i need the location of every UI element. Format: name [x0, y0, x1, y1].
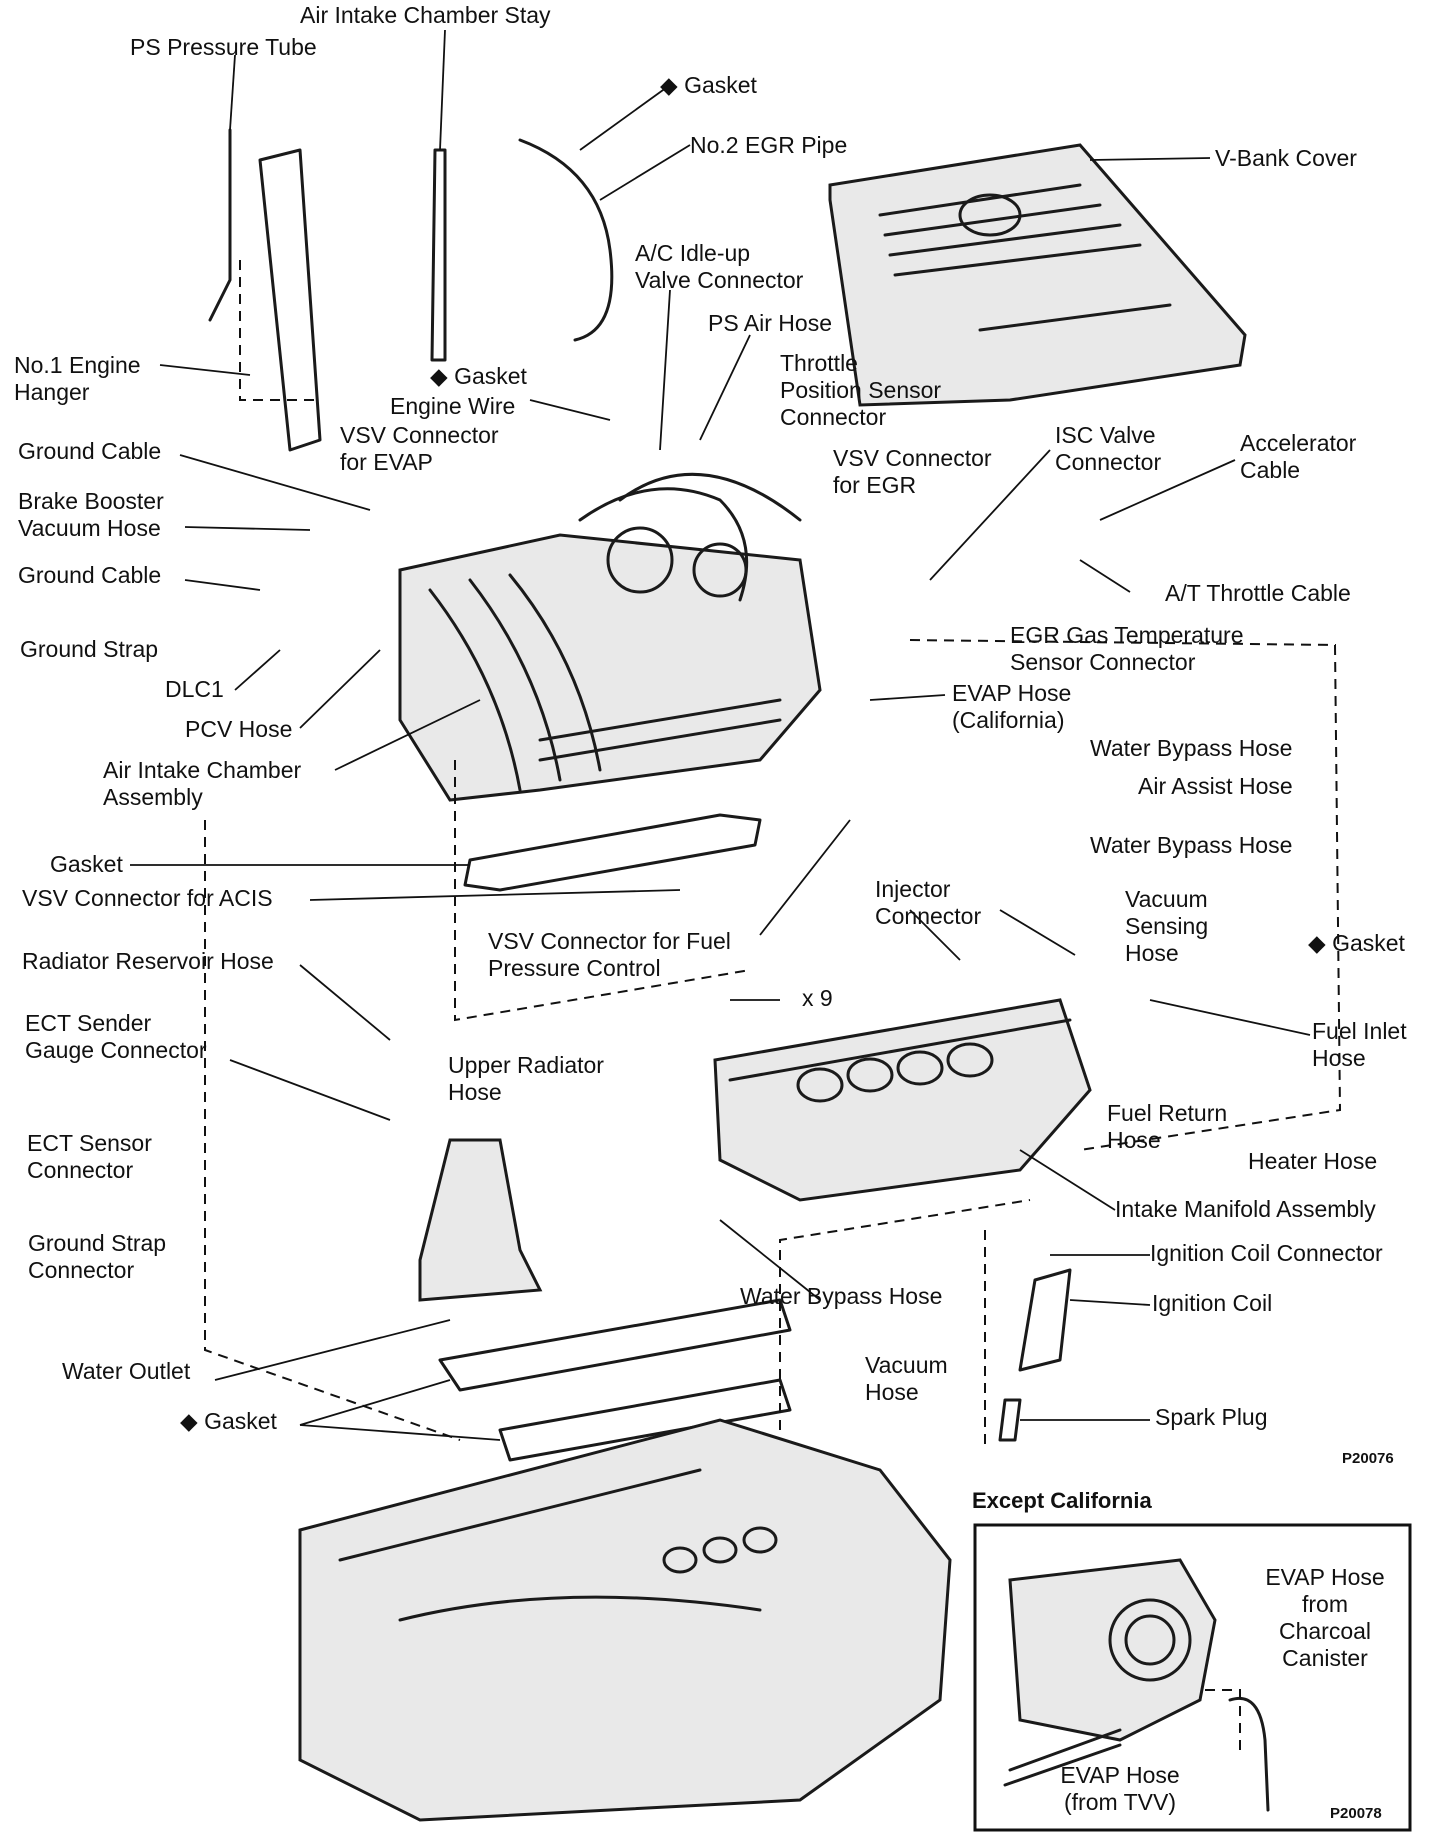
label-water-bypass-hose-2: Water Bypass Hose: [1090, 832, 1293, 858]
label-vacuum-hose: Vacuum Hose: [865, 1352, 948, 1405]
label-brake-booster: Brake Booster Vacuum Hose: [18, 488, 164, 541]
inset-throttle-body-drawing: [1003, 1558, 1270, 1812]
label-ps-air-hose: PS Air Hose: [708, 310, 832, 336]
label-dlc1: DLC1: [165, 676, 224, 702]
label-gasket-mid: ◆ Gasket: [430, 363, 527, 389]
assembly-dashes: [454, 760, 751, 1022]
engine-block-drawing: [298, 1418, 952, 1822]
label-gasket-bottom: ◆ Gasket: [180, 1408, 277, 1434]
label-egr-gas-temp: EGR Gas Temperature Sensor Connector: [1010, 622, 1244, 675]
inset-frame: [973, 1523, 1412, 1832]
label-air-assist-hose: Air Assist Hose: [1138, 773, 1293, 799]
label-engine-wire: Engine Wire: [390, 393, 516, 419]
label-air-intake-chamber-stay: Air Intake Chamber Stay: [300, 2, 551, 28]
label-accelerator-cable: Accelerator Cable: [1240, 430, 1357, 483]
spark-plug-drawing: [998, 1398, 1022, 1442]
label-ignition-coil-connector: Ignition Coil Connector: [1150, 1240, 1383, 1266]
label-intake-manifold-assembly: Intake Manifold Assembly: [1115, 1196, 1376, 1222]
label-evap-hose-charcoal: EVAP Hose from Charcoal Canister: [1265, 1564, 1385, 1671]
label-water-outlet: Water Outlet: [62, 1358, 191, 1384]
inset-title: Except California: [972, 1488, 1152, 1513]
assembly-dashes: [239, 260, 320, 401]
label-ac-idle-up: A/C Idle-up Valve Connector: [635, 240, 804, 293]
label-ect-sensor: ECT Sensor Connector: [27, 1130, 152, 1183]
label-no2-egr-pipe: No.2 EGR Pipe: [690, 132, 848, 158]
label-no1-engine-hanger: No.1 Engine Hanger: [14, 352, 141, 405]
label-spark-plug: Spark Plug: [1155, 1404, 1268, 1430]
label-heater-hose: Heater Hose: [1248, 1148, 1378, 1174]
label-pcv-hose: PCV Hose: [185, 716, 293, 742]
label-vsv-fuel-pressure: VSV Connector for Fuel Pressure Control: [488, 928, 731, 981]
label-ps-pressure-tube: PS Pressure Tube: [130, 34, 317, 60]
label-gasket-right: ◆ Gasket: [1308, 930, 1405, 956]
label-isc-valve: ISC Valve Connector: [1055, 422, 1162, 475]
water-outlet-drawing: [418, 1138, 792, 1462]
ps-tube-drawing: [208, 128, 232, 322]
air-intake-chamber-drawing: [398, 472, 822, 802]
label-ground-cable-1: Ground Cable: [18, 438, 162, 464]
v-bank-cover-drawing: [828, 143, 1247, 407]
label-x9: x 9: [802, 985, 833, 1011]
label-ground-strap: Ground Strap: [20, 636, 159, 662]
label-air-intake-chamber-assembly: Air Intake Chamber Assembly: [103, 757, 302, 810]
leader-lines: [130, 29, 1311, 1441]
label-ground-strap-connector: Ground Strap Connector: [28, 1230, 167, 1283]
label-evap-hose-ca: EVAP Hose (California): [952, 680, 1072, 733]
figure-ref-main: P20076: [1342, 1450, 1394, 1467]
intake-manifold-drawing: [713, 998, 1092, 1202]
figure-ref-inset: P20078: [1330, 1805, 1382, 1822]
egr-pipe-drawing: [518, 138, 614, 342]
label-gasket-top: ◆ Gasket: [660, 72, 757, 98]
label-ect-sender: ECT Sender Gauge Connector: [25, 1010, 207, 1063]
label-injector-connector: Injector Connector: [875, 876, 982, 929]
label-evap-hose-tvv: EVAP Hose (from TVV): [1060, 1762, 1180, 1815]
label-vsv-egr: VSV Connector for EGR: [833, 445, 992, 498]
label-water-bypass-hose-1: Water Bypass Hose: [1090, 735, 1293, 761]
ignition-coil-drawing: [1018, 1268, 1072, 1372]
label-upper-radiator-hose: Upper Radiator Hose: [448, 1052, 604, 1105]
label-vsv-acis: VSV Connector for ACIS: [22, 885, 273, 911]
label-at-throttle-cable: A/T Throttle Cable: [1165, 580, 1351, 606]
chamber-gasket-drawing: [463, 813, 762, 892]
label-gasket-left: Gasket: [50, 851, 123, 877]
assembly-dashes: [909, 639, 1342, 1151]
label-vacuum-sensing-hose: Vacuum Sensing Hose: [1125, 886, 1209, 966]
label-fuel-inlet-hose: Fuel Inlet Hose: [1312, 1018, 1407, 1071]
label-ignition-coil: Ignition Coil: [1152, 1290, 1273, 1316]
chamber-stay-drawing: [430, 148, 447, 362]
label-ground-cable-2: Ground Cable: [18, 562, 162, 588]
label-vsv-evap: VSV Connector for EVAP: [340, 422, 499, 475]
label-v-bank-cover: V-Bank Cover: [1215, 145, 1357, 171]
label-water-bypass-hose-3: Water Bypass Hose: [740, 1283, 943, 1309]
label-radiator-reservoir-hose: Radiator Reservoir Hose: [22, 948, 274, 974]
engine-hanger-drawing: [258, 148, 322, 452]
label-fuel-return-hose: Fuel Return Hose: [1107, 1100, 1228, 1153]
label-throttle-position-sensor: Throttle Position Sensor Connector: [780, 350, 942, 430]
assembly-dashes: [779, 1199, 1031, 1430]
assembly-dashes: [204, 820, 461, 1441]
